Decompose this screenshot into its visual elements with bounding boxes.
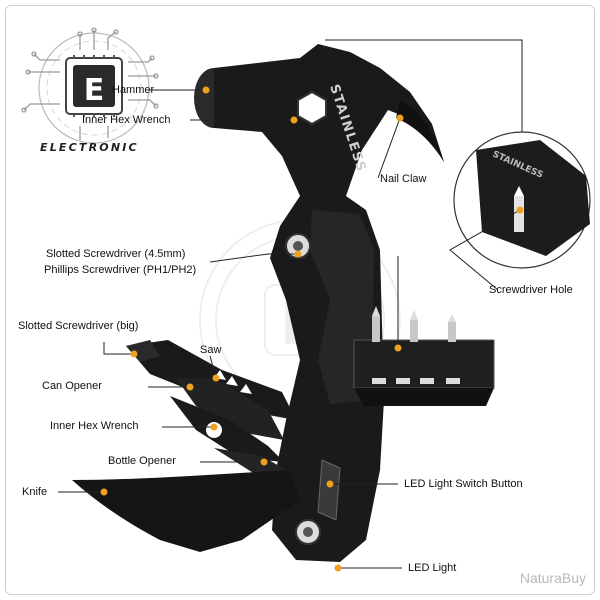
watermark-text: NaturaBuy <box>519 570 586 586</box>
saw-blade <box>176 378 284 440</box>
label-led-light-switch-button: LED Light Switch Button <box>404 478 523 490</box>
label-saw: Saw <box>200 344 222 356</box>
logo-brand-text: ELECTRONIC <box>40 141 139 154</box>
zoom-inset: STAINLESS <box>453 131 591 269</box>
label-inner-hex-wrench-bottom: Inner Hex Wrench <box>50 420 139 432</box>
hex-hole <box>297 90 327 126</box>
image-frame <box>5 5 595 595</box>
bit-holder-base <box>354 388 494 406</box>
leader-lines <box>58 39 523 569</box>
label-slotted-screwdriver-big: Slotted Screwdriver (big) <box>18 320 139 332</box>
multitool: STAINLESS <box>72 44 495 562</box>
label-bottle-opener: Bottle Opener <box>108 455 176 467</box>
label-hammer: Hammer <box>112 84 155 96</box>
screwdriver-bits <box>372 306 456 342</box>
label-knife: Knife <box>22 486 48 498</box>
nail-claw-tip <box>396 100 444 162</box>
label-nail-claw: Nail Claw <box>380 173 427 185</box>
label-slotted-screwdriver-4-5mm: Slotted Screwdriver (4.5mm) <box>46 248 186 260</box>
label-can-opener: Can Opener <box>42 380 102 392</box>
label-screwdriver-hole: Screwdriver Hole <box>489 284 573 296</box>
logo-letter: E <box>84 73 105 108</box>
hammer-head <box>214 44 444 196</box>
led-switch-button <box>317 459 341 521</box>
knife-blade <box>72 470 300 552</box>
label-led-light: LED Light <box>408 562 457 574</box>
logo-emblem: E <box>21 27 159 144</box>
callout-dots <box>100 86 524 572</box>
label-inner-hex-wrench-top: Inner Hex Wrench <box>82 114 171 126</box>
label-phillips-screwdriver: Phillips Screwdriver (PH1/PH2) <box>44 264 197 276</box>
rivets <box>285 233 321 545</box>
can-opener-blade <box>170 396 284 462</box>
